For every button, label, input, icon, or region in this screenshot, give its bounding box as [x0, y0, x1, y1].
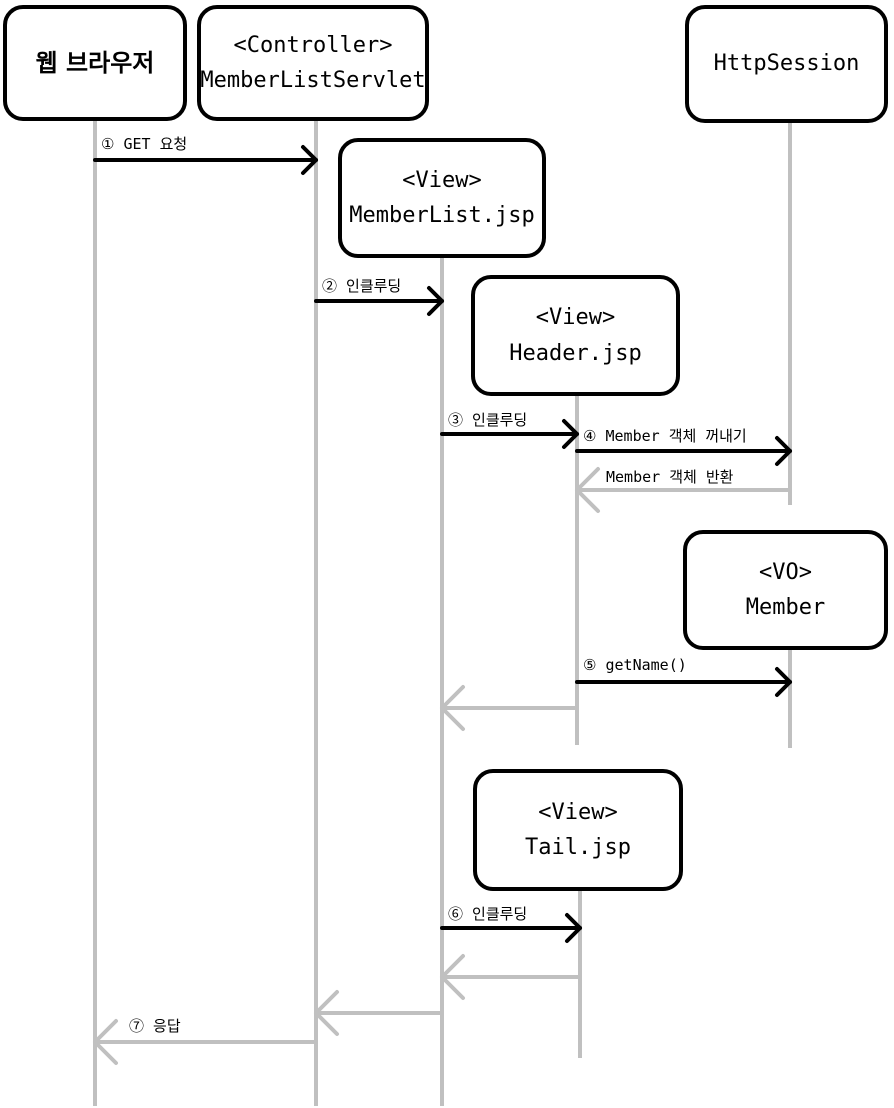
message-label-include-tail: ⑥ 인클루딩 [448, 905, 528, 923]
arrow-return-tail [440, 954, 582, 1000]
message-label-include-memberlist: ② 인클루딩 [322, 277, 402, 295]
arrow-include-tail [440, 913, 582, 943]
participant-controller-name: MemberListServlet [200, 68, 426, 93]
message-label-get-request: ① GET 요청 [101, 135, 188, 153]
message-label-return-member-object: Member 객체 반환 [606, 468, 734, 486]
participant-memberlist-name: MemberList.jsp [349, 203, 535, 228]
participant-memberlist-view: <View> MemberList.jsp [338, 138, 546, 258]
participant-tail-name: Tail.jsp [525, 835, 631, 860]
arrow-return-memberlist [314, 990, 444, 1036]
arrow-return-header [440, 685, 579, 731]
arrow-get-name [575, 667, 792, 697]
arrow-get-member-object [575, 436, 792, 466]
arrow-include-memberlist [314, 286, 444, 316]
participant-tail-stereotype: <View> [538, 799, 618, 825]
participant-browser: 웹 브라우저 [3, 5, 187, 121]
participant-memberlist-stereotype: <View> [402, 167, 482, 193]
participant-member-stereotype: <VO> [759, 559, 812, 585]
arrow-response [93, 1019, 318, 1065]
message-label-include-header: ③ 인클루딩 [448, 411, 528, 429]
arrow-get-request [93, 145, 318, 175]
message-label-get-member-object: ④ Member 객체 꺼내기 [583, 427, 747, 445]
participant-session: HttpSession [685, 5, 888, 123]
arrow-return-member-object [575, 467, 792, 513]
participant-session-name: HttpSession [713, 51, 860, 77]
participant-header-stereotype: <View> [535, 305, 616, 331]
message-label-get-name: ⑤ getName() [583, 656, 687, 674]
arrow-include-header [440, 419, 579, 449]
participant-controller-stereotype: <Controller> [233, 32, 393, 58]
participant-controller: <Controller> MemberListServlet [197, 5, 429, 121]
participant-member-name: Member [745, 595, 826, 620]
participant-browser-name: 웹 브라우저 [35, 48, 155, 77]
participant-tail-view: <View> Tail.jsp [473, 769, 683, 891]
participant-header-name: Header.jsp [509, 340, 642, 366]
message-label-response: ⑦ 응답 [129, 1017, 181, 1035]
participant-member-vo: <VO> Member [683, 530, 888, 650]
participant-header-view: <View> Header.jsp [471, 275, 680, 396]
